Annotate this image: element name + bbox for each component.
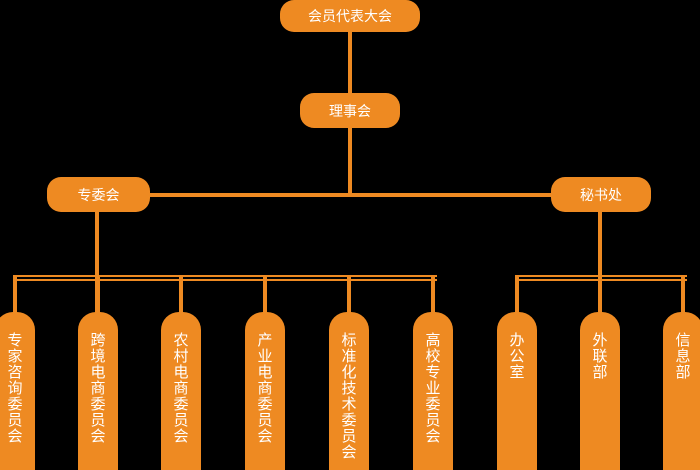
node-council: 理事会: [300, 93, 400, 128]
node-committee: 标准化技术委员会: [329, 312, 369, 470]
node-committee: 农村电商委员会: [161, 312, 201, 470]
connector: [96, 275, 100, 315]
connector: [263, 275, 267, 315]
node-department: 信息部: [663, 312, 700, 470]
connector: [515, 275, 519, 315]
connector: [13, 275, 437, 277]
node-committee: 高校专业委员会: [413, 312, 453, 470]
connector: [13, 279, 437, 281]
node-committee: 专家咨询委员会: [0, 312, 35, 470]
node-department: 外联部: [580, 312, 620, 470]
connector: [431, 275, 435, 315]
connector: [347, 275, 351, 315]
node-department: 办公室: [497, 312, 537, 470]
connector: [148, 193, 553, 197]
connector: [13, 275, 17, 315]
connector: [681, 275, 685, 315]
connector: [598, 210, 602, 314]
node-committee: 产业电商委员会: [245, 312, 285, 470]
node-secretariat: 秘书处: [551, 177, 651, 212]
connector: [95, 210, 99, 314]
node-members-congress: 会员代表大会: [280, 0, 420, 32]
node-committee: 跨境电商委员会: [78, 312, 118, 470]
connector: [598, 275, 602, 315]
node-committees: 专委会: [47, 177, 150, 212]
connector: [179, 275, 183, 315]
